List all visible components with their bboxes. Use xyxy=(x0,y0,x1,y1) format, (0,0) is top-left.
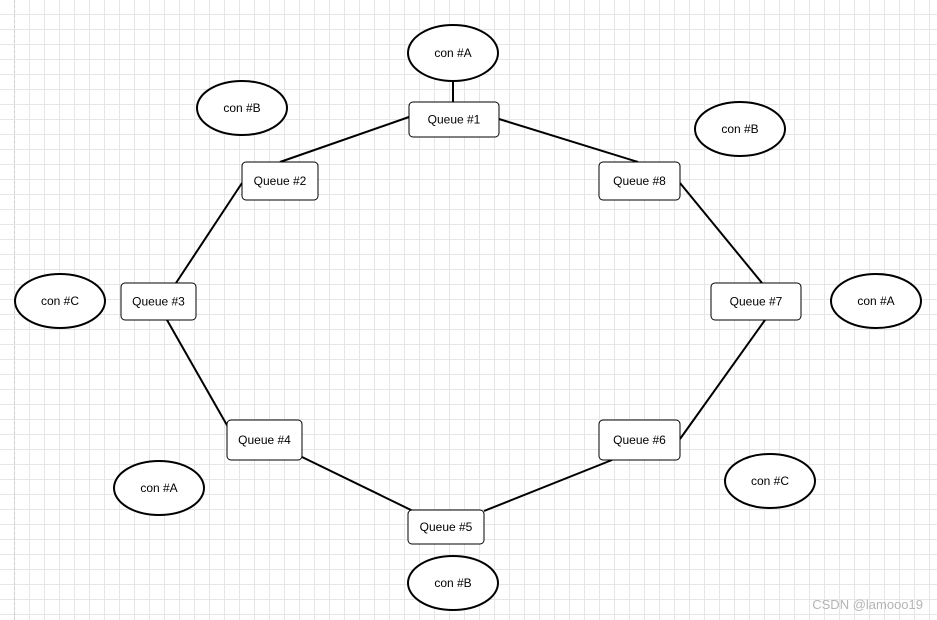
consumer-ellipse xyxy=(694,101,786,157)
connector-q5-q6 xyxy=(483,459,613,512)
queue-box xyxy=(710,282,802,321)
connector-q1-q2 xyxy=(279,116,410,163)
consumer-ellipse xyxy=(14,273,106,329)
consumer-label: con #B xyxy=(434,576,471,590)
connector-q6-q7 xyxy=(679,319,766,440)
queue-node-4[interactable]: Queue #4 xyxy=(226,419,303,461)
queue-node-5[interactable]: Queue #5 xyxy=(407,509,485,545)
queue-node-2[interactable]: Queue #2 xyxy=(241,161,319,201)
consumer-ellipse xyxy=(724,453,816,509)
consumer-label: con #B xyxy=(721,122,758,136)
consumer-node-8[interactable]: con #B xyxy=(407,555,499,611)
consumer-node-2[interactable]: con #B xyxy=(196,80,288,136)
consumer-ellipse xyxy=(407,555,499,611)
connector-q2-q3 xyxy=(175,182,243,284)
consumer-label: con #A xyxy=(434,46,471,60)
consumer-ellipse xyxy=(830,273,922,329)
queue-label: Queue #1 xyxy=(428,113,481,127)
queue-node-8[interactable]: Queue #8 xyxy=(598,161,681,201)
queue-box xyxy=(598,419,681,461)
connector-q8-q1 xyxy=(498,118,639,163)
consumer-label: con #A xyxy=(857,294,894,308)
connector-q4-q5 xyxy=(301,456,414,512)
consumer-ellipse xyxy=(113,460,205,516)
queue-label: Queue #6 xyxy=(613,433,666,447)
queue-label: Queue #2 xyxy=(254,174,307,188)
consumer-node-3[interactable]: con #B xyxy=(694,101,786,157)
consumer-label: con #A xyxy=(140,481,177,495)
queue-node-3[interactable]: Queue #3 xyxy=(120,282,197,321)
consumer-label: con #B xyxy=(223,101,260,115)
consumer-label: con #C xyxy=(41,294,79,308)
queue-box xyxy=(407,509,485,545)
queue-node-1[interactable]: Queue #1 xyxy=(408,101,500,138)
consumer-ellipse xyxy=(407,24,499,82)
connections-layer xyxy=(166,81,766,512)
left-guide-line xyxy=(14,0,15,620)
consumer-ellipse xyxy=(196,80,288,136)
consumer-node-5[interactable]: con #A xyxy=(830,273,922,329)
consumer-node-1[interactable]: con #A xyxy=(407,24,499,82)
consumer-node-4[interactable]: con #C xyxy=(14,273,106,329)
queue-box xyxy=(226,419,303,461)
consumer-node-7[interactable]: con #C xyxy=(724,453,816,509)
consumer-label: con #C xyxy=(751,474,789,488)
consumer-node-6[interactable]: con #A xyxy=(113,460,205,516)
queue-box xyxy=(120,282,197,321)
queue-label: Queue #7 xyxy=(730,295,783,309)
queue-node-7[interactable]: Queue #7 xyxy=(710,282,802,321)
queue-label: Queue #3 xyxy=(132,295,185,309)
queue-node-6[interactable]: Queue #6 xyxy=(598,419,681,461)
queue-label: Queue #5 xyxy=(420,520,473,534)
connector-q3-q4 xyxy=(166,319,229,428)
nodes-layer: Queue #1 Queue #2 Queue #3 Queue #4 Queue #5… xyxy=(14,24,922,611)
queue-label: Queue #4 xyxy=(238,433,291,447)
watermark-text: CSDN @lamooo19 xyxy=(812,597,923,612)
queue-label: Queue #8 xyxy=(613,174,666,188)
queue-box xyxy=(598,161,681,201)
queue-box xyxy=(408,101,500,138)
queue-box xyxy=(241,161,319,201)
connector-q7-q8 xyxy=(679,182,763,284)
